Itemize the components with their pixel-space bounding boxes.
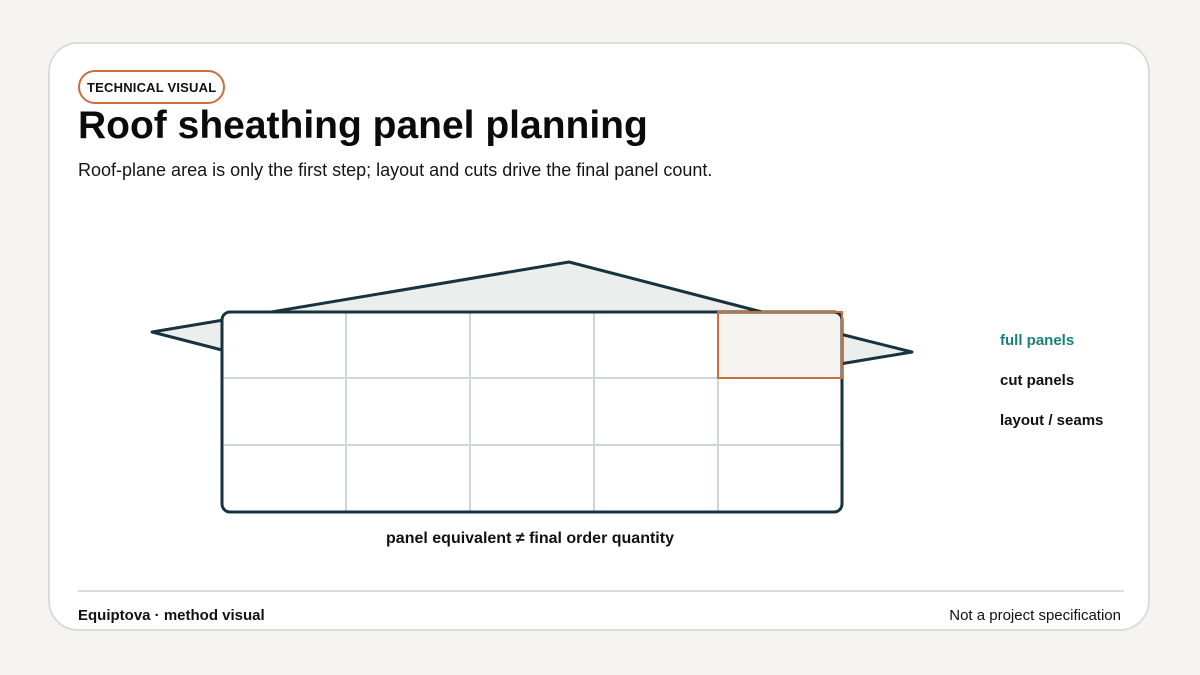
legend-cut-panels: cut panels	[1000, 372, 1075, 389]
cut-panel-highlight	[717, 311, 843, 379]
diagram-caption: panel equivalent ≠ final order quantity	[386, 530, 674, 547]
legend: full panels cut panels layout / seams	[1000, 331, 1140, 451]
page-title: Roof sheathing panel planning	[78, 104, 648, 147]
panel-area-background	[222, 312, 842, 512]
legend-layout-seams: layout / seams	[1000, 412, 1104, 429]
footer-brand: Equiptova · method visual	[78, 607, 265, 624]
page-subtitle: Roof-plane area is only the first step; …	[78, 160, 713, 180]
card: TECHNICAL VISUAL Roof sheathing panel pl…	[48, 42, 1150, 631]
panel-area-outline	[220, 310, 844, 514]
technical-visual-badge: TECHNICAL VISUAL	[78, 70, 226, 104]
footer-divider	[78, 590, 1124, 592]
cut-panel-outline	[717, 311, 843, 379]
footer-disclaimer: Not a project specification	[949, 607, 1121, 624]
panel-seams	[222, 312, 842, 512]
roof-sheathing-diagram	[150, 260, 914, 514]
legend-full-panels: full panels	[1000, 332, 1075, 349]
